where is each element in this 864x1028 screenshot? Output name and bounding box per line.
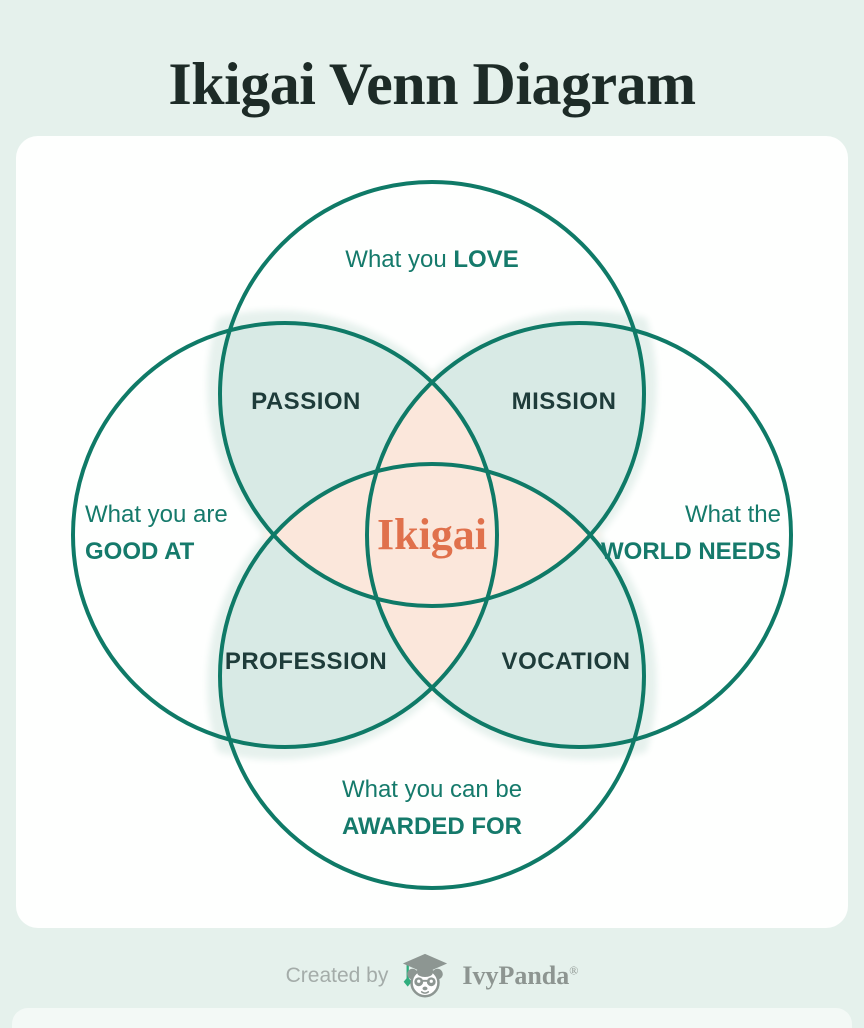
center-label-ikigai: Ikigai: [376, 510, 488, 559]
label-what-you-love: What you LOVE: [345, 247, 518, 273]
ivypanda-graduate-panda-icon: [403, 953, 448, 998]
brand-name: IvyPanda®: [462, 961, 578, 991]
label-awarded-for-bold: AWARDED FOR: [341, 813, 522, 840]
label-what-you-can-be-awarded-for: What you can be AWARDED FOR: [342, 771, 522, 845]
intersection-label-passion: PASSION: [251, 388, 361, 415]
label-good-at-bold: GOOD AT: [85, 538, 195, 565]
page-title: Ikigai Venn Diagram: [168, 51, 696, 117]
brand-text: IvyPanda: [462, 961, 570, 990]
label-what-you-are-good-at: What you are GOOD AT: [85, 496, 228, 570]
footer: Created by IvyPanda®: [0, 946, 864, 1006]
registered-trademark: ®: [569, 963, 579, 978]
label-what-you-love-prefix: What you: [345, 246, 454, 273]
label-awarded-for-prefix: What you can be: [341, 776, 523, 803]
intersection-label-vocation: VOCATION: [501, 648, 631, 675]
intersection-label-profession: PROFESSION: [224, 648, 388, 675]
label-world-needs-bold: WORLD NEEDS: [601, 538, 781, 565]
created-by-text: Created by: [285, 964, 389, 987]
label-world-needs-prefix: What the: [684, 501, 781, 528]
label-good-at-prefix: What you are: [85, 501, 228, 528]
intersection-label-mission: MISSION: [511, 388, 617, 415]
label-what-the-world-needs: What the WORLD NEEDS: [601, 496, 781, 570]
label-what-you-love-bold: LOVE: [453, 246, 519, 273]
next-section-peek: [12, 1008, 852, 1028]
